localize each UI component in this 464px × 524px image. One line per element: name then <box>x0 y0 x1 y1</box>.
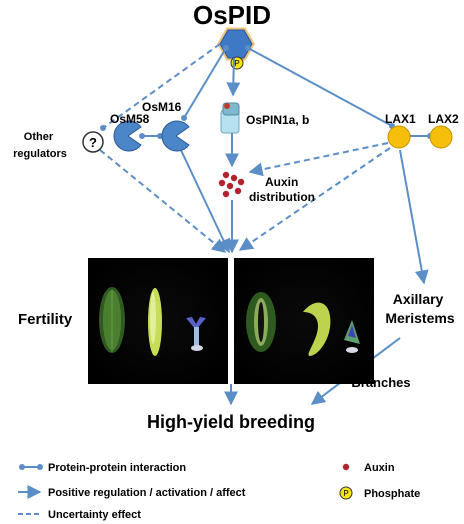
fertility-label: Fertility <box>18 311 73 328</box>
osm58-label: OsM58 <box>110 112 150 126</box>
auxin-cluster <box>218 171 245 198</box>
ospin-label: OsPIN1a, b <box>246 113 309 127</box>
osm16-label: OsM16 <box>142 100 182 114</box>
legend: Protein-protein interaction Positive reg… <box>18 462 420 521</box>
auxin-distribution-label: Auxin distribution <box>249 175 315 204</box>
other-regulators-node: ? <box>82 131 104 153</box>
svg-text:Uncertainty effect: Uncertainty effect <box>48 509 141 521</box>
high-yield-breeding-label: High-yield breeding <box>147 412 315 432</box>
svg-text:Positive regulation / activati: Positive regulation / activation / affec… <box>48 487 246 499</box>
osm16-node <box>161 120 190 152</box>
svg-text:P: P <box>343 489 348 498</box>
axillary-meristems-label: Axillary Meristems <box>385 291 454 326</box>
svg-text:Phosphate: Phosphate <box>364 488 420 500</box>
ospin-node <box>220 102 240 134</box>
connections <box>99 43 433 406</box>
ospid-hexagon-node <box>217 27 255 61</box>
lax2-node <box>429 125 453 149</box>
legend-auxin: Auxin <box>342 462 395 474</box>
lax1-node <box>387 125 411 149</box>
branches-label: Branches <box>351 375 410 390</box>
osm58-node <box>113 120 142 152</box>
title-ospid: OsPID <box>193 0 271 30</box>
lax1-label: LAX1 <box>385 112 416 126</box>
legend-uncertainty: Uncertainty effect <box>18 509 141 521</box>
legend-positive-regulation: Positive regulation / activation / affec… <box>18 485 246 499</box>
svg-text:P: P <box>234 59 239 68</box>
svg-text:Protein-protein interaction: Protein-protein interaction <box>48 462 186 474</box>
svg-text:Auxin: Auxin <box>364 462 395 474</box>
lax2-label: LAX2 <box>428 112 459 126</box>
legend-phosphate: P Phosphate <box>339 486 420 500</box>
fertility-photo-panel-right <box>234 258 374 384</box>
svg-text:?: ? <box>89 135 97 150</box>
legend-ppi: Protein-protein interaction <box>19 462 186 474</box>
fertility-photo-panel-left <box>88 258 228 384</box>
other-regulators-label: Other regulators <box>13 131 67 160</box>
